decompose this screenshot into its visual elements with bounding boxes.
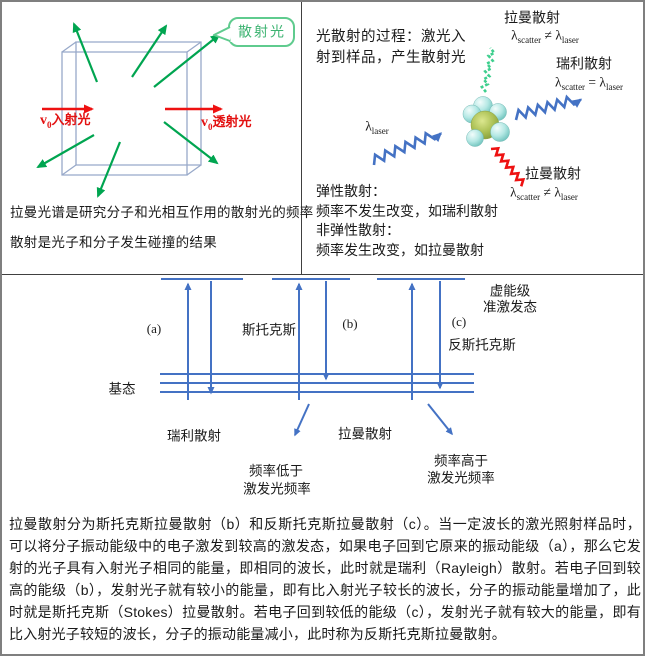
- virtual-level-label: 虚能级: [489, 283, 531, 299]
- raman-scattering-diagram-label: 拉曼散射: [338, 426, 392, 442]
- freq-lower-line2: 激发光频率: [243, 481, 311, 497]
- caption-raman-definition: 拉曼光谱是研究分子和光相互作用的散射光的频率: [10, 205, 314, 220]
- elastic-scattering-title: 弹性散射：: [316, 183, 386, 199]
- scattered-light-bubble: [213, 17, 295, 47]
- level-label-c: (c): [451, 313, 467, 329]
- anti-stokes-label: 反斯托克斯: [448, 337, 516, 353]
- ground-state-label: 基态: [108, 381, 136, 397]
- incident-light-label: v0入射光: [40, 112, 91, 130]
- scattering-process-line2: 射到样品，产生散射光: [316, 50, 466, 66]
- antistokes-emission-arrow: [427, 403, 453, 436]
- raman-bottom-formula: λscatter ≠ λlaser: [510, 184, 578, 203]
- rayleigh-scattering-diagram-label: 瑞利散射: [167, 428, 221, 444]
- raman-scattering-top-label: 拉曼散射: [504, 9, 560, 26]
- sample-cube: [61, 41, 202, 176]
- raman-top-formula: λscatter ≠ λlaser: [511, 27, 579, 46]
- scattering-process-line1: 光散射的过程：激光入: [316, 29, 466, 45]
- scattered-light-arrows: [36, 22, 221, 198]
- rayleigh-formula: λscatter = λlaser: [555, 74, 623, 93]
- panel-dividers: [2, 2, 643, 275]
- explanation-paragraph: 拉曼散射分为斯托克斯拉曼散射（b）和反斯托克斯拉曼散射（c）。当一定波长的激光照…: [9, 516, 641, 642]
- level-label-b: (b): [342, 315, 358, 331]
- molecule: [462, 96, 510, 147]
- elastic-scattering-desc: 频率不发生改变，如瑞利散射: [316, 203, 498, 219]
- quasi-excited-label: 准激发态: [483, 299, 537, 315]
- raman-scattering-bottom-label: 拉曼散射: [525, 165, 581, 182]
- inelastic-scattering-title: 非弹性散射：: [316, 222, 400, 238]
- freq-higher-line1: 频率高于: [434, 453, 488, 469]
- transmitted-light-label: v0透射光: [201, 114, 252, 132]
- scattered-light-bubble-label: 散射光: [238, 23, 286, 40]
- energy-level-diagram: [160, 278, 474, 437]
- freq-higher-line2: 激发光频率: [427, 470, 495, 486]
- stokes-emission-arrow: [294, 403, 310, 437]
- inelastic-scattering-desc: 频率发生改变，如拉曼散射: [316, 242, 484, 258]
- laser-lambda-label: λlaser: [365, 118, 389, 137]
- rayleigh-wave: [514, 94, 583, 121]
- caption-scattering-definition: 散射是光子和分子发生碰撞的结果: [10, 235, 217, 250]
- raman-wave-up: [479, 47, 497, 93]
- laser-wave: [372, 131, 443, 166]
- rayleigh-scattering-label: 瑞利散射: [556, 55, 612, 72]
- stokes-label: 斯托克斯: [242, 322, 296, 338]
- raman-wave-down: [490, 146, 526, 187]
- level-label-a: (a): [146, 320, 162, 336]
- freq-lower-line1: 频率低于: [249, 463, 303, 479]
